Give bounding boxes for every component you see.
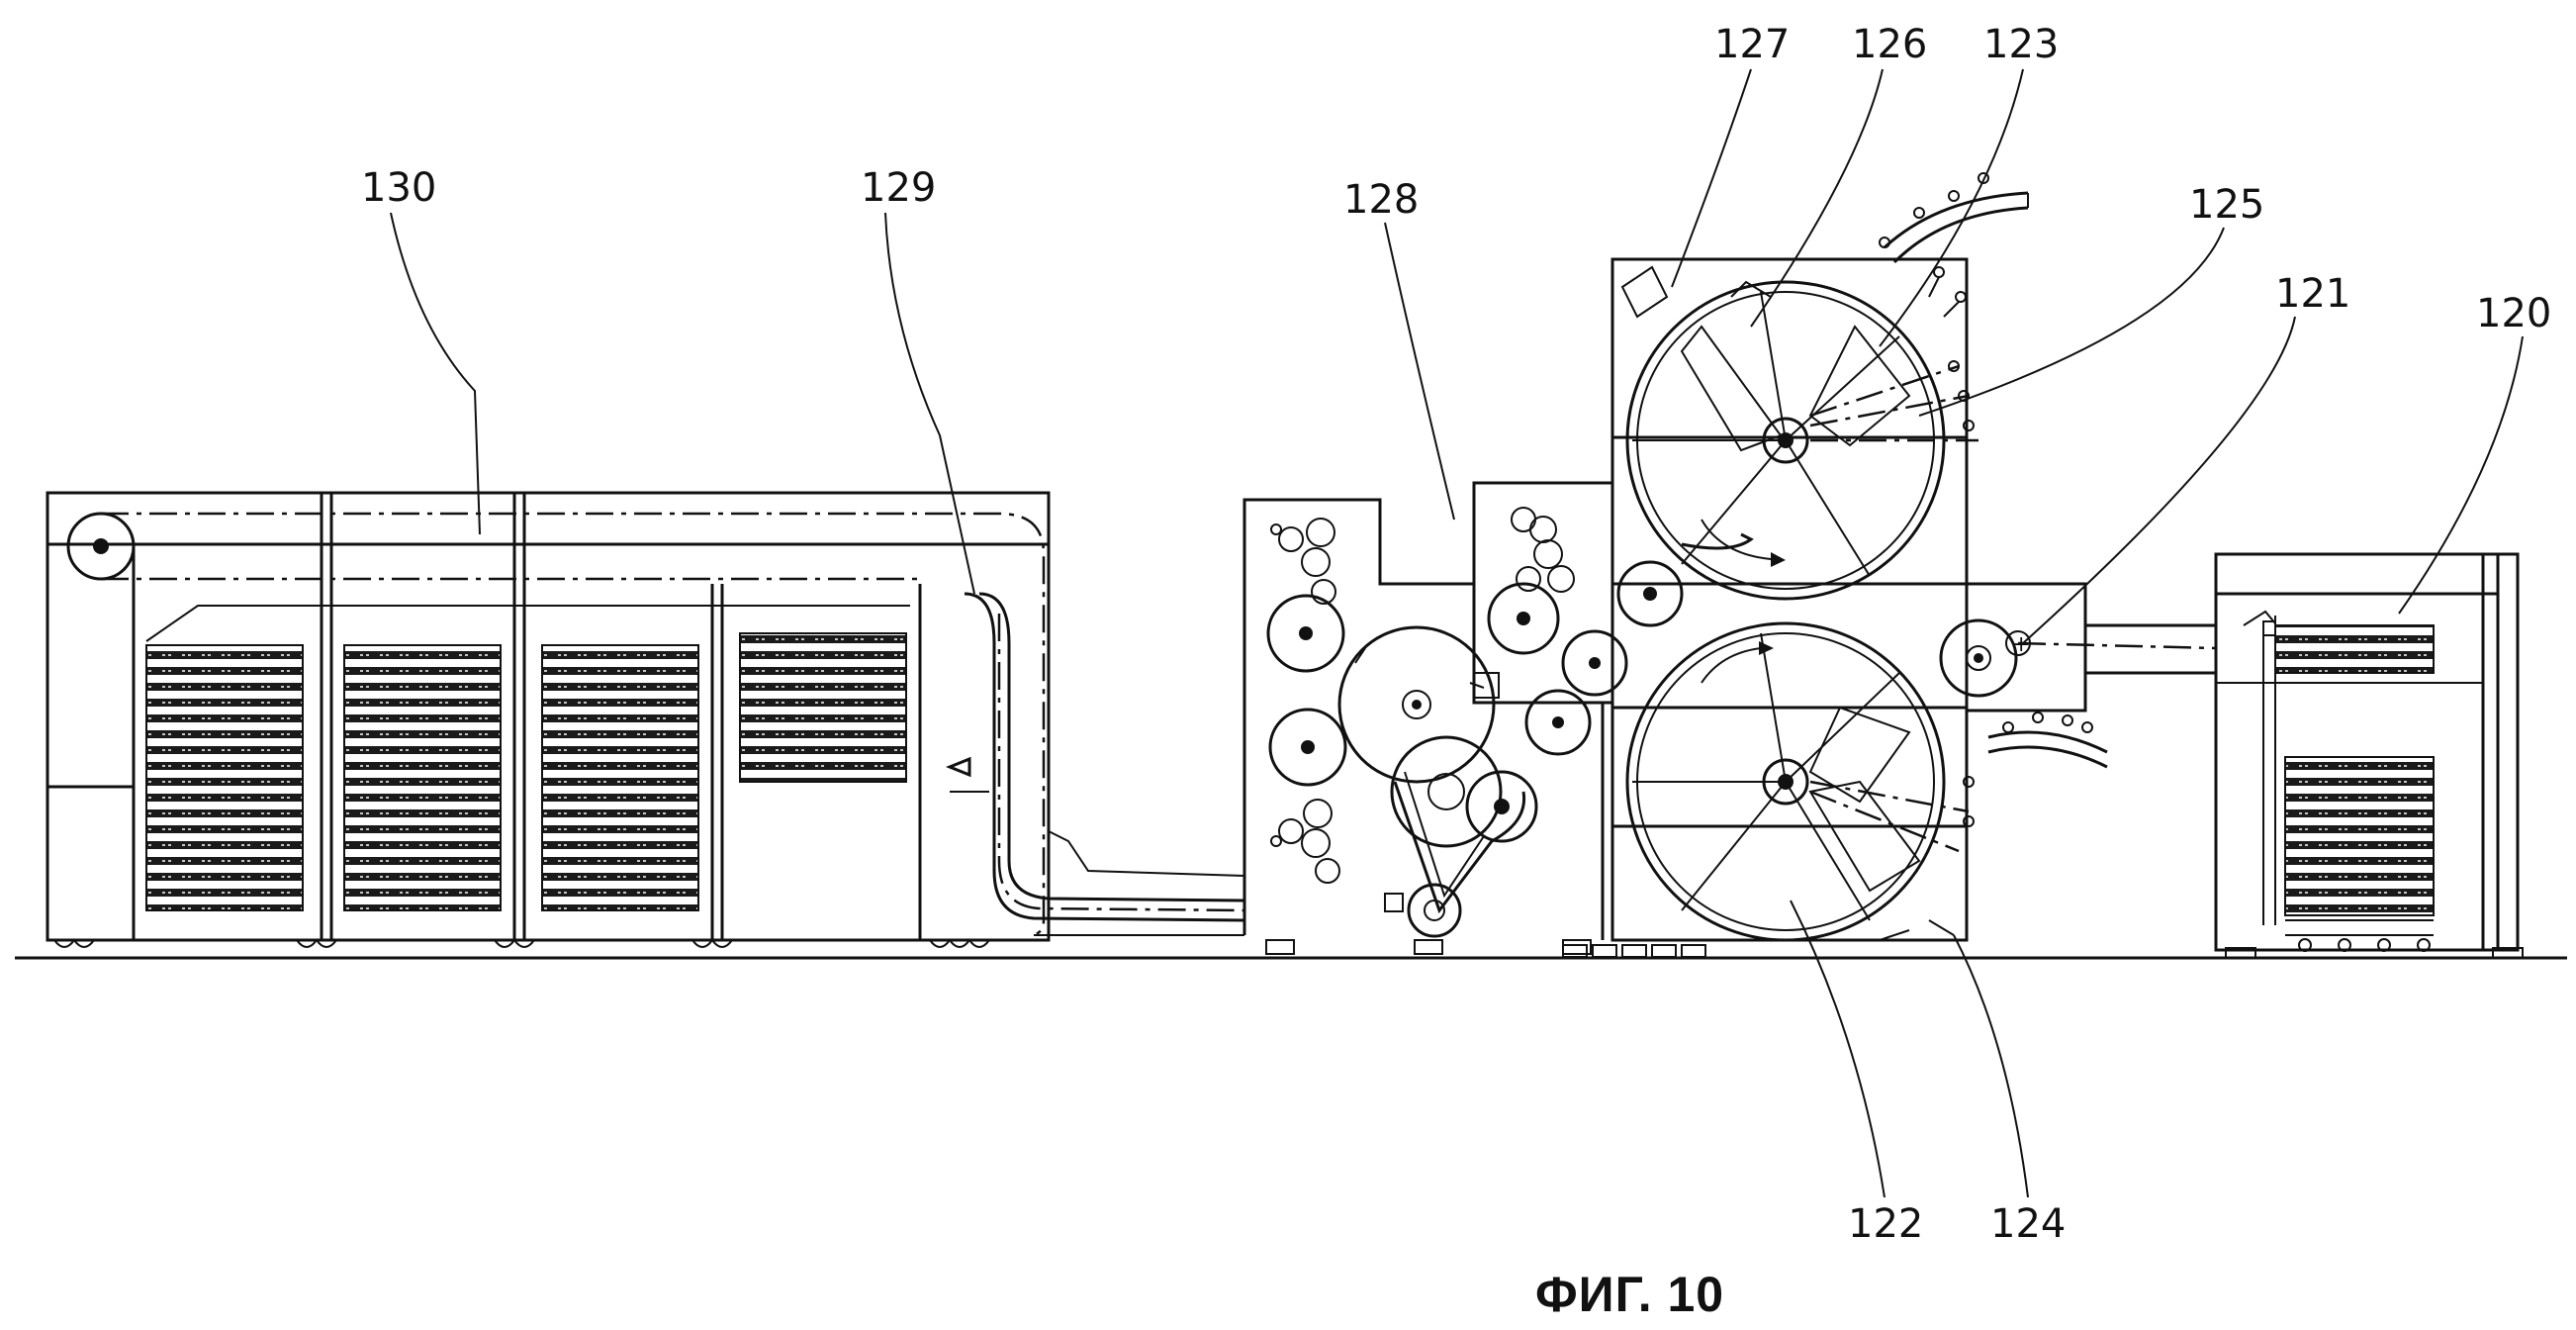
feeder-pile-top <box>2274 624 2435 674</box>
drum-unit <box>1562 172 2108 958</box>
label-121: 121 <box>2275 271 2350 317</box>
dryer-feet <box>53 938 990 948</box>
feeder-pile <box>2284 756 2435 916</box>
printing-unit <box>1242 481 1628 955</box>
label-124: 124 <box>1990 1201 2066 1247</box>
plate-cylinder <box>1337 625 1496 784</box>
heater-grille-4 <box>739 632 907 783</box>
label-127: 127 <box>1714 22 1790 67</box>
label-128: 128 <box>1343 177 1419 223</box>
label-120: 120 <box>2476 291 2551 336</box>
label-129: 129 <box>861 165 936 211</box>
feed-roller <box>1939 618 2018 698</box>
label-122: 122 <box>1848 1201 1923 1247</box>
figure-caption: ФИГ. 10 <box>1535 1267 1724 1322</box>
heater-grille-3 <box>541 644 699 911</box>
leader-lines <box>390 68 2524 1198</box>
heater-grille-1 <box>145 644 304 911</box>
feeder-bridge: + <box>1939 582 2217 712</box>
lower-drum <box>1625 621 1946 942</box>
dryer-unit <box>46 491 1051 948</box>
svg-text:+: + <box>2012 632 2030 657</box>
label-130: 130 <box>361 165 436 211</box>
chain-delivery <box>964 592 1245 936</box>
heater-grille-2 <box>343 644 502 911</box>
label-126: 126 <box>1852 22 1927 67</box>
label-125: 125 <box>2189 182 2264 228</box>
label-123: 123 <box>1983 22 2059 67</box>
sheet-feeder <box>2214 552 2524 959</box>
